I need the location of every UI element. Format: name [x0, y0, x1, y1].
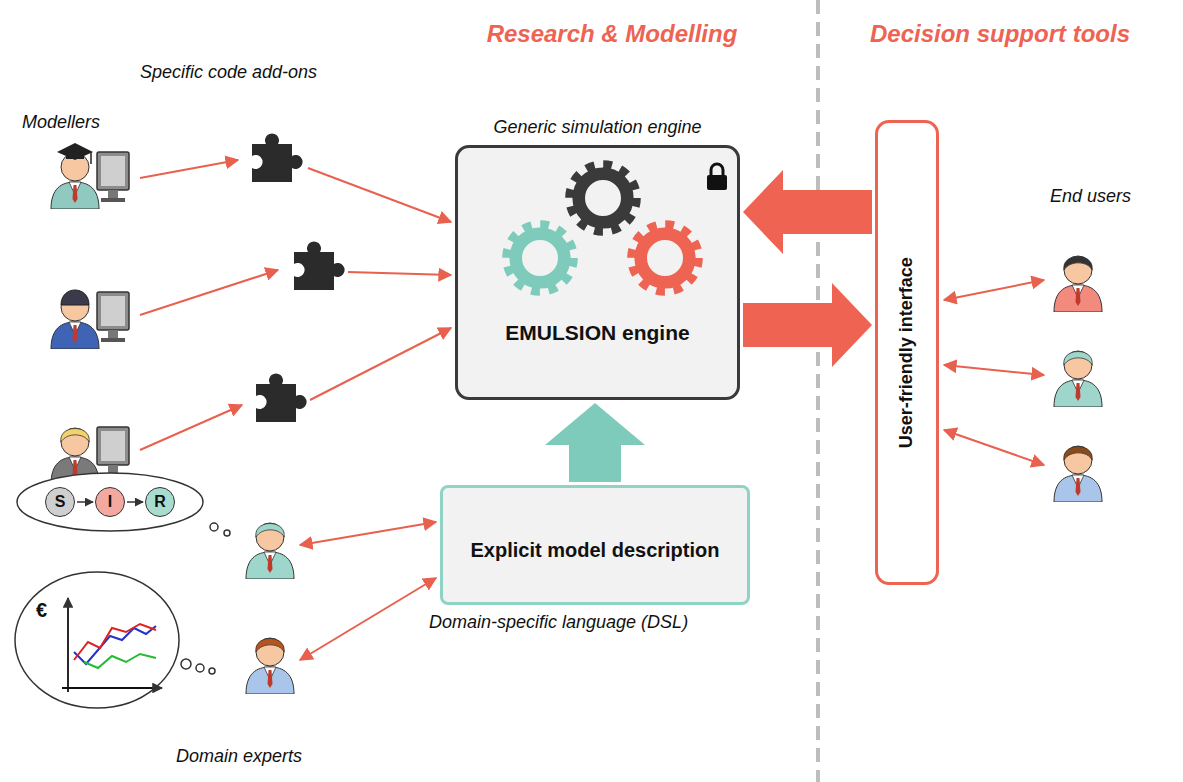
transition-arrow [127, 501, 143, 503]
gear-icons [507, 225, 574, 292]
group-caption: Domain experts [176, 746, 302, 766]
expert-icons [256, 524, 284, 538]
box-caption: Domain-specific language (DSL) [429, 612, 688, 634]
gear-icons [570, 165, 637, 232]
thought-bubbles [209, 668, 215, 674]
state-circle: I [95, 487, 125, 517]
contribution-arrows [944, 280, 1044, 300]
state-circle: S [45, 487, 75, 517]
contribution-arrows [348, 272, 451, 275]
contribution-arrows [310, 328, 451, 400]
modeller-icons [90, 152, 92, 164]
thought-bubbles [210, 523, 218, 531]
expert-icons [256, 639, 284, 653]
modeller-icons [61, 429, 89, 443]
expert-icons [246, 523, 294, 579]
group-caption: Modellers [22, 112, 100, 132]
label-holder: End users [1050, 186, 1131, 208]
code-add-on-pieces [256, 373, 307, 422]
end-user-icons [1054, 446, 1102, 502]
modeller-icons [51, 153, 99, 209]
contribution-arrows [140, 405, 242, 450]
modeller-icons [97, 152, 129, 202]
group-caption: End users [1050, 186, 1131, 206]
modeller-icons [97, 427, 129, 477]
state-letter: I [108, 492, 112, 511]
interface-bar: User-friendly interface [875, 120, 939, 585]
engine-fill [455, 145, 740, 400]
flow-arrow [743, 170, 872, 254]
modeller-icons [97, 292, 129, 342]
transition-arrow [77, 501, 93, 503]
state-letter: R [154, 492, 166, 511]
chart-sketch [62, 687, 162, 689]
expert-icons [246, 638, 294, 694]
modeller-icons [51, 143, 129, 484]
section-heading: Decision support tools [870, 20, 1130, 47]
contribution-arrows [140, 160, 238, 178]
gear-icons [632, 225, 699, 292]
section-heading: Research & Modelling [487, 20, 738, 47]
end-user-icons [1064, 257, 1092, 271]
end-user-icons [1064, 352, 1092, 366]
modeller-icons [57, 143, 93, 160]
code-add-on-pieces [294, 241, 345, 290]
contribution-arrows [140, 270, 278, 315]
gear-icons [507, 165, 699, 292]
chart-sketch [84, 654, 156, 668]
thought-bubbles [15, 473, 230, 708]
lock-icon [707, 175, 727, 190]
contribution-arrows [300, 522, 436, 545]
label-holder: € [36, 598, 47, 622]
modeller-icons [61, 290, 89, 305]
bar-title: User-friendly interface [896, 257, 918, 448]
thought-bubbles [224, 530, 230, 536]
flow-arrow [545, 403, 645, 482]
thought-bubbles [17, 473, 203, 531]
model-box: Explicit model descriptionDomain-specifi… [440, 485, 750, 605]
contribution-arrows [300, 578, 436, 660]
end-user-icons [1054, 256, 1102, 312]
state-letter: S [55, 492, 66, 511]
section-divider [816, 0, 820, 782]
lock-icon [707, 164, 727, 190]
code-add-on-pieces [252, 133, 303, 182]
group-caption: Specific code add-ons [140, 62, 317, 82]
label-holder: Domain experts [176, 746, 302, 768]
engine-box: Generic simulation engineEMULSION engine [455, 145, 740, 400]
label-holder: Research & Modelling [487, 20, 738, 49]
flow-arrow [743, 283, 872, 367]
state-circle: R [145, 487, 175, 517]
expert-icons [246, 523, 294, 694]
box-heading: Generic simulation engine [493, 117, 701, 139]
modeller-icons [66, 152, 84, 159]
box-title: EMULSION engine [505, 320, 689, 345]
box-title: Explicit model description [471, 538, 720, 562]
label-holder: Specific code add-ons [140, 62, 317, 84]
label-holder: Modellers [22, 112, 100, 134]
axis-symbol: € [36, 599, 47, 621]
contribution-arrows [944, 430, 1044, 465]
lock-icon [711, 164, 723, 176]
label-holder: Decision support tools [870, 20, 1130, 49]
end-user-icons [1054, 256, 1102, 502]
chart-sketch [67, 598, 69, 692]
thought-bubbles [181, 659, 191, 669]
end-user-icons [1064, 447, 1092, 461]
contribution-arrows [308, 168, 451, 222]
thought-bubbles [15, 572, 179, 708]
chart-sketch [62, 598, 162, 692]
end-user-icons [1054, 351, 1102, 407]
contribution-arrows [944, 365, 1044, 375]
thought-bubbles [196, 664, 204, 672]
